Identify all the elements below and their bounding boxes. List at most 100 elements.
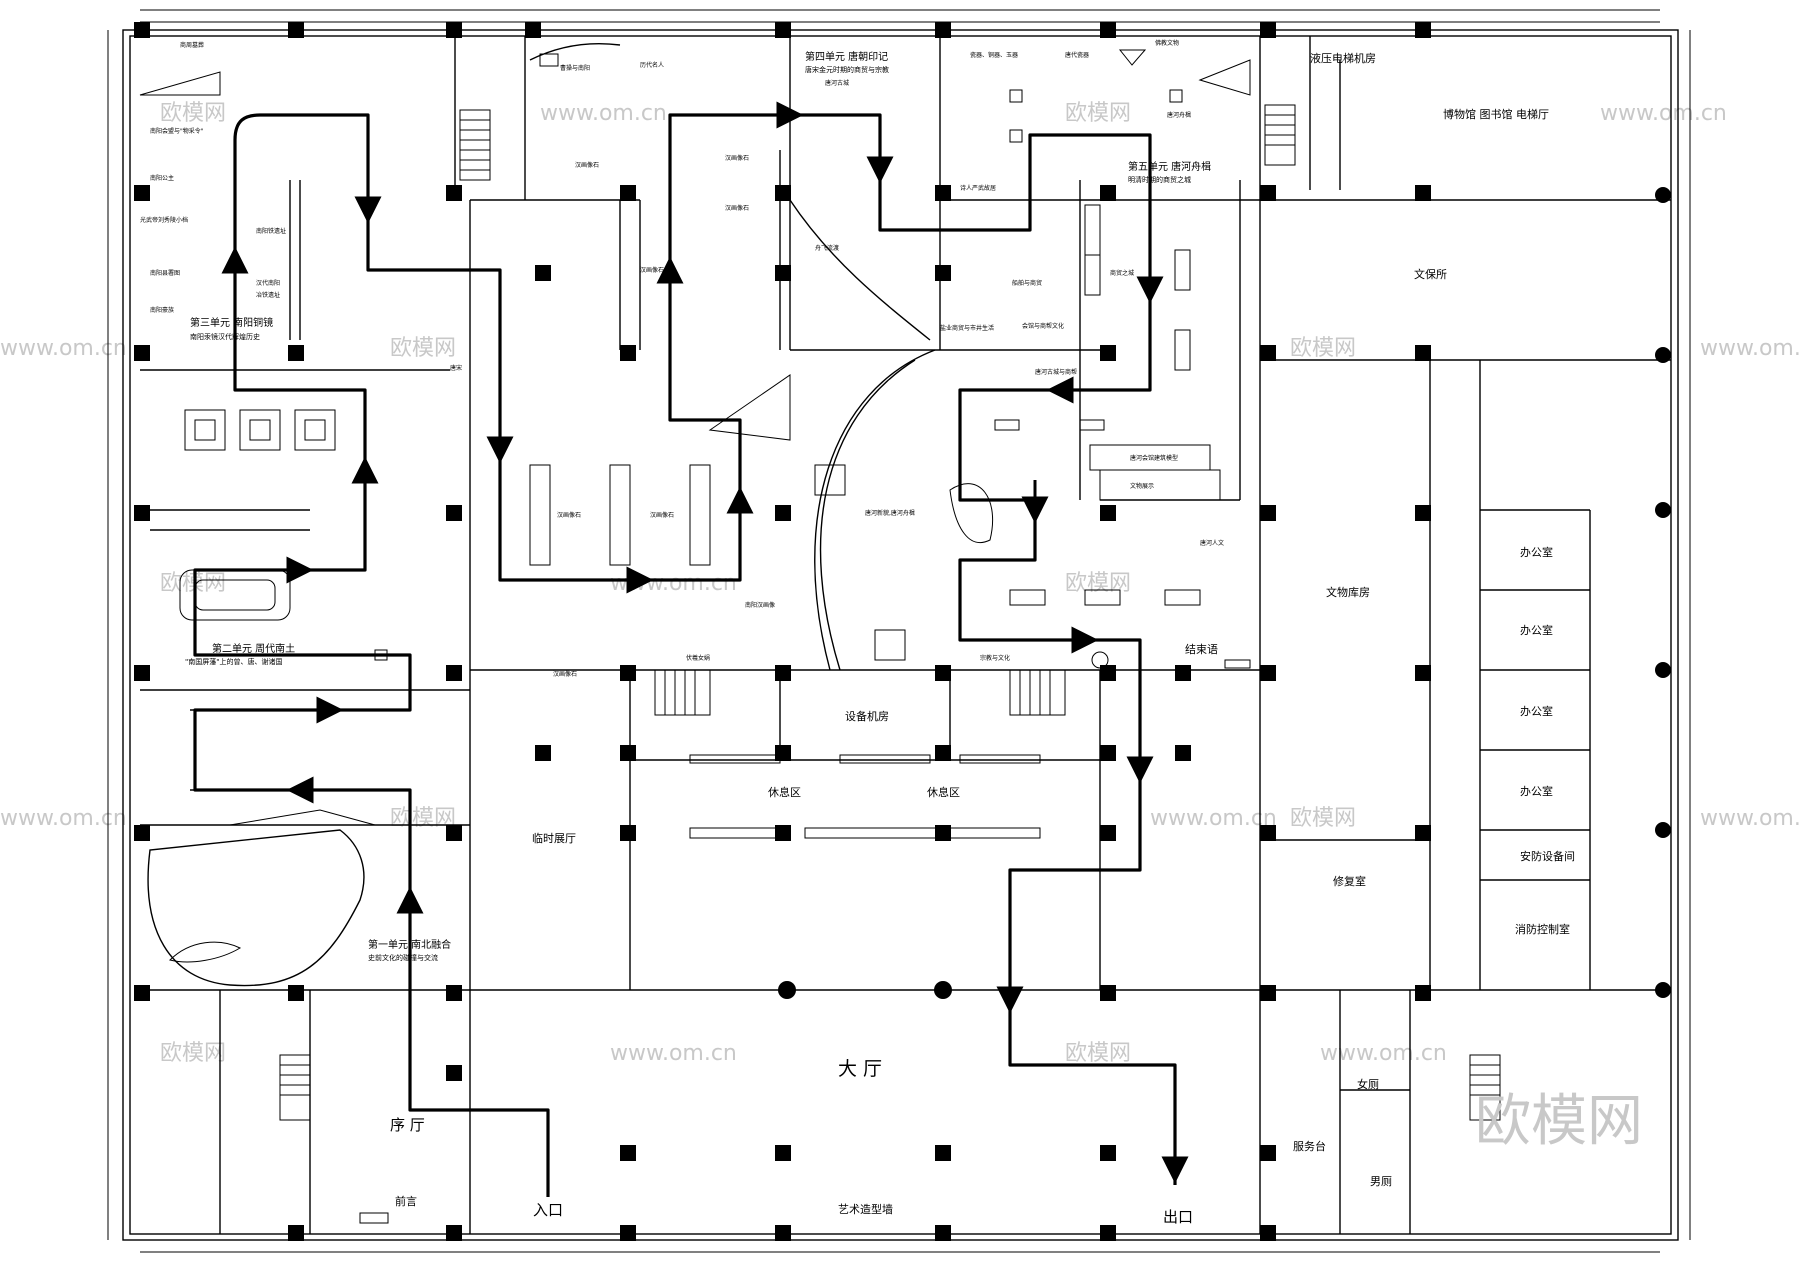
visitor-route [193, 113, 1177, 1197]
brand-watermark: 欧模网 [1475, 1089, 1643, 1154]
exhibit-caption: 佛教文物 [1155, 39, 1179, 47]
label-office-2: 办公室 [1520, 623, 1553, 637]
label-main-hall: 大 厅 [838, 1058, 882, 1080]
label-male-wc: 男厕 [1370, 1175, 1392, 1188]
unit-2-title: 第二单元 周代南土 [212, 642, 295, 655]
watermark-url: www.om.cn [610, 1041, 737, 1066]
watermark-url: www.om.cn [1600, 101, 1727, 126]
label-prelude-hall: 序 厅 [390, 1116, 425, 1134]
columns [134, 22, 1671, 1241]
unit-5-title: 第五单元 唐河舟楫 [1128, 160, 1211, 173]
label-office-3: 办公室 [1520, 704, 1553, 718]
watermark-url: www.om.cn [0, 336, 127, 361]
exhibit-caption: 曹操与南阳 [560, 64, 590, 72]
exhibit-caption: 南阳会盟与"物采令" [150, 127, 204, 135]
exhibit-caption: 唐河会馆建筑模型 [1130, 454, 1178, 462]
exhibit-caption: 商周墓葬 [180, 41, 204, 49]
exhibit-caption: 汉画像石 [575, 161, 599, 169]
watermark: 欧模网 [1065, 571, 1131, 596]
exhibit-caption: 唐河人文 [1200, 539, 1224, 547]
watermark: 欧模网 [1290, 336, 1356, 361]
label-exit: 出口 [1163, 1208, 1193, 1226]
exhibit-caption: 诗人严武故居 [960, 184, 996, 192]
exhibit-caption: 汉画像石 [725, 204, 749, 212]
exhibit-caption: 瓷器、铜器、玉器 [970, 51, 1018, 59]
unit-labels: 第一单元 南北融合 史前文化的碰撞与交流 第二单元 周代南土 "南国屏藩"上的曾… [185, 50, 1211, 962]
label-rest-area-2: 休息区 [927, 785, 960, 799]
label-preface: 前言 [395, 1194, 417, 1208]
curved-walls [147, 42, 936, 987]
watermark: 欧模网 [1065, 1041, 1131, 1066]
exhibit-caption: 宗教与文化 [980, 654, 1010, 662]
watermark-url: www.om.cn [1700, 806, 1800, 831]
watermark: 欧模网 [160, 1041, 226, 1066]
label-restoration: 修复室 [1333, 874, 1366, 888]
exhibit-caption: 汉画像石 [553, 670, 577, 678]
unit-5-subtitle: 明清时期的商贸之城 [1128, 175, 1191, 184]
label-equipment-room: 设备机房 [845, 709, 889, 723]
label-art-wall: 艺术造型墙 [838, 1202, 893, 1216]
unit-1-subtitle: 史前文化的碰撞与交流 [368, 953, 438, 962]
watermark: 欧模网 [160, 101, 226, 126]
walls [122, 29, 1679, 1241]
label-female-wc: 女厕 [1357, 1077, 1379, 1091]
exhibit-caption: 唐河舟楫 [1167, 111, 1191, 119]
exhibit-caption: 南阳县署图 [150, 269, 180, 277]
unit-4-title: 第四单元 唐朝印记 [805, 50, 888, 63]
exhibit-caption: 盐业商贸与市井生活 [940, 324, 994, 332]
exhibit-caption: 冶铁遗址 [256, 291, 280, 299]
watermark: 欧模网 [160, 571, 226, 596]
watermark: 欧模网 [1065, 101, 1131, 126]
label-entrance: 入口 [533, 1201, 563, 1219]
exhibit-caption: 历代名人 [640, 61, 664, 69]
label-temp-exhibition: 临时展厅 [532, 831, 576, 845]
exhibit-caption: 南阳公主 [150, 174, 174, 182]
dimension-lines [107, 9, 1691, 1253]
label-conclusion: 结束语 [1185, 643, 1218, 656]
unit-4-subtitle: 唐宋金元时期的商贸与宗教 [805, 65, 889, 74]
exhibit-caption: 舟飞流渡 [815, 244, 839, 252]
stairs [279, 104, 1501, 1121]
exhibit-caption: 汉画像石 [557, 511, 581, 519]
exhibit-caption: 汉画像石 [640, 266, 664, 274]
label-museum-library-elevator: 博物馆 图书馆 电梯厅 [1443, 107, 1549, 121]
watermark-layer: 欧模网 欧模网 欧模网 欧模网 www.om.cn www.om.cn www.… [0, 101, 1800, 1066]
exhibit-caption: 唐河古城 [825, 79, 849, 87]
watermark: 欧模网 [390, 336, 456, 361]
room-labels: 大 厅 序 厅 前言 入口 出口 艺术造型墙 临时展厅 设备机房 休息区 休息区… [390, 51, 1575, 1226]
route-arrows [221, 101, 1189, 1184]
watermark-url: www.om.cn [1320, 1041, 1447, 1066]
label-hydraulic-elevator: 液压电梯机房 [1310, 51, 1376, 65]
watermark-url: www.om.cn [1150, 806, 1277, 831]
exhibit-caption: 唐代瓷器 [1065, 51, 1089, 59]
watermark: 欧模网 [390, 806, 456, 831]
watermark-url: www.om.cn [0, 806, 127, 831]
unit-1-title: 第一单元 南北融合 [368, 938, 451, 951]
label-fire-control: 消防控制室 [1515, 922, 1570, 936]
exhibit-caption: 南阳豪族 [150, 306, 174, 314]
exhibit-caption: 光武帝刘秀陵小档 [140, 216, 188, 224]
exhibit-caption: 伏羲女娲 [686, 654, 710, 662]
exhibit-caption: 船舶与商贸 [1012, 279, 1042, 287]
unit-3-title: 第三单元 南阳铜镜 [190, 316, 273, 329]
label-office-1: 办公室 [1520, 545, 1553, 559]
label-office-4: 办公室 [1520, 784, 1553, 798]
exhibit-caption: 唐宋 [450, 364, 462, 372]
exhibit-caption: 汉画像石 [725, 154, 749, 162]
exhibit-caption: 唐河新貌,唐河舟楫 [865, 509, 915, 517]
watermark-url: www.om.cn [540, 101, 667, 126]
label-service-desk: 服务台 [1293, 1139, 1326, 1153]
exhibit-caption: 南阳铁遗址 [256, 227, 286, 235]
label-relics-storage: 文物库房 [1326, 585, 1370, 599]
exhibit-caption: 南阳汉画像 [745, 601, 775, 609]
unit-3-subtitle: 南阳汞镜汉代辉煌历史 [190, 332, 260, 341]
exhibit-caption: 汉代南阳 [256, 279, 280, 287]
label-security-room: 安防设备间 [1520, 849, 1575, 863]
watermark-url: www.om.cn [1700, 336, 1800, 361]
label-relics-office: 文保所 [1414, 267, 1447, 281]
watermark-url: www.om.cn [610, 571, 737, 596]
exhibit-caption: 商贸之城 [1110, 269, 1134, 277]
label-rest-area-1: 休息区 [768, 785, 801, 799]
watermark: 欧模网 [1290, 806, 1356, 831]
